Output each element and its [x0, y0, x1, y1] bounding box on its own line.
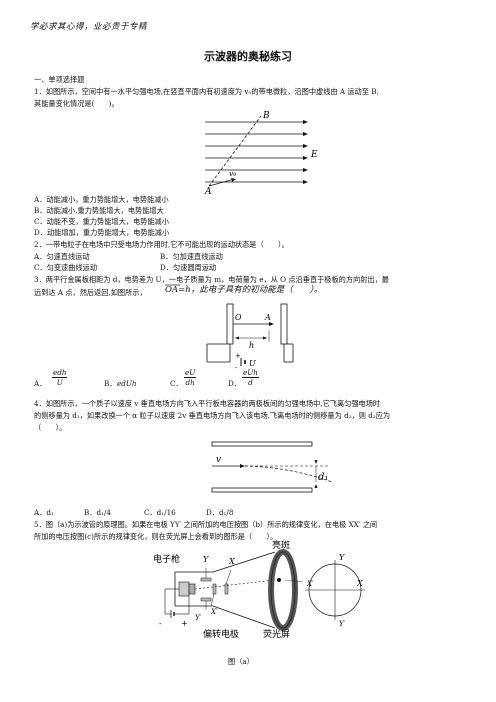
q3-option-d-label: D． [228, 379, 241, 388]
q3-stem-line1: 3．两平行金属板相距为 d，电势差为 U，一电子质量为 m，电荷量为 e，从 O… [34, 275, 389, 284]
q5-label-Yp: Y′ [195, 614, 202, 622]
q2-stem: 2．一带电粒子在电场中只受电场力作用时,它不可能出现的运动状态是（ ）。 [34, 240, 289, 249]
q3-label-minus: - [235, 364, 238, 372]
q5-stem-line1: 5．图（a)为示波管的原理图。如果在电极 YY′ 之间所加的电压按图（b）所示的… [34, 520, 378, 529]
q4-figure: v d₁ [211, 441, 333, 493]
q1-label-B: B [262, 111, 270, 121]
q5-label-screen: 荧光屏 [263, 628, 290, 640]
q5-label-minus: - [159, 619, 162, 628]
q1-label-E: E [310, 150, 318, 160]
q3-option-b-text: edUh [117, 379, 137, 388]
q4-option-d: D．d₁/8 [206, 508, 234, 517]
q3-label-O: O [235, 313, 242, 322]
header-motto: 学必求其心得，业必贵于专精 [30, 22, 148, 32]
q3-option-a-numerator: edh [52, 368, 68, 378]
q5-axis-label-Y: Y [339, 553, 345, 562]
q5-oscilloscope-figure: 电子枪 Y X X′ Y′ 亮斑 偏转电极 荧光屏 Y X X′ Y′ - + [153, 539, 365, 640]
q1-option-a: A．动能减小，重力势能增大，电势能减小 [34, 195, 169, 204]
q3-stem-line2b: OA=h，此电子具有的初动能是（ ）。 [165, 285, 323, 295]
q3-label-U: U [249, 359, 256, 368]
q3-option-d-fraction: eUh d [242, 368, 259, 387]
q5-axis-label-X: X [356, 579, 363, 588]
q3-option-c-denominator: dh [185, 378, 195, 387]
q5-axis-label-Xp: X′ [306, 580, 314, 588]
q3-option-a-label: A． [34, 379, 47, 388]
q5-label-Xp: X′ [210, 608, 218, 616]
q5-label-gun: 电子枪 [153, 553, 180, 565]
q1-option-d: D．动能增加，重力势能增大，电势能减小 [34, 228, 170, 237]
q4-stem-line2: 的侧移量为 d₁，如果改换一个 α 粒子以速度 2v 垂直电场方向飞入该电场,飞… [34, 411, 391, 420]
q1-label-A: A [204, 187, 212, 197]
q3-overline [165, 284, 180, 286]
q3-option-c-label: C． [170, 379, 183, 388]
q4-stem-line1: 4．如图所示，一个质子以速度 v 垂直电场方向飞入平行板电容器的两极板间的匀强电… [34, 399, 381, 408]
q3-option-c-numerator: eU [184, 368, 197, 378]
q1-option-b: B．动能减小,重力势能增大，电势能增大 [34, 206, 164, 215]
section-heading: 一、单项选择题 [34, 75, 85, 84]
q3-label-h: h [249, 341, 254, 350]
q1-stem-line1: 1．如图所示，空间中有一水平匀强电场,在竖直平面内有初速度为 v₀的带电微粒，沿… [34, 87, 379, 96]
q3-option-d-numerator: eUh [242, 368, 259, 378]
q2-option-d: D．匀速圆周运动 [160, 263, 217, 272]
q5-label-spot: 亮斑 [272, 539, 290, 551]
q4-option-a: A．d₁ [34, 508, 54, 517]
q3-option-d-denominator: d [248, 378, 253, 387]
q1-figure: B E v₀ A [204, 111, 318, 197]
q3-option-a-fraction: edh U [52, 368, 68, 387]
q4-label-d1: d₁ [318, 472, 328, 483]
q5-label-plus: + [181, 619, 188, 628]
q2-option-a: A．匀速直线运动 [34, 252, 90, 261]
q5-stem-line2: 所加的电压按图(c)所示的规律变化，则在荧光屏上会看到的图形是（ ）。 [34, 532, 278, 541]
q4-option-c: C．d₁/16 [144, 508, 176, 517]
q5-label-X: X [228, 557, 235, 566]
q4-stem-line3: （ ）。 [34, 423, 67, 432]
q5-figure-caption: 图（a） [228, 657, 254, 666]
q2-option-b: B．匀加速直线运动 [160, 252, 223, 261]
q5-axis-label-Yp: Y′ [339, 620, 346, 628]
q4-label-v: v [216, 455, 221, 465]
q5-label-electrodes: 偏转电极 [203, 628, 239, 640]
q3-option-a-denominator: U [56, 378, 63, 387]
q2-option-c: C．匀变速曲线运动 [34, 263, 98, 272]
q5-label-Y: Y [203, 555, 209, 564]
q3-label-A: A [264, 313, 271, 322]
q3-label-plus: + [235, 352, 241, 360]
q1-stem-line2: 其能量变化情况是( )。 [34, 99, 119, 108]
q4-option-b: B．d₁/4 [84, 508, 111, 517]
q3-option-c-fraction: eU dh [184, 368, 197, 387]
q3-option-b-label: B． [104, 379, 117, 388]
q3-figure: O A h + - U [206, 303, 294, 372]
q3-stem-line2a: 远到达 A 点，然后返回,如图所示， [34, 288, 147, 297]
q1-label-v0: v₀ [229, 169, 236, 178]
q1-option-c: C．动能不变，重力势能增大，电势能减小 [34, 217, 169, 226]
page-title: 示波器的奥秘练习 [204, 50, 292, 63]
